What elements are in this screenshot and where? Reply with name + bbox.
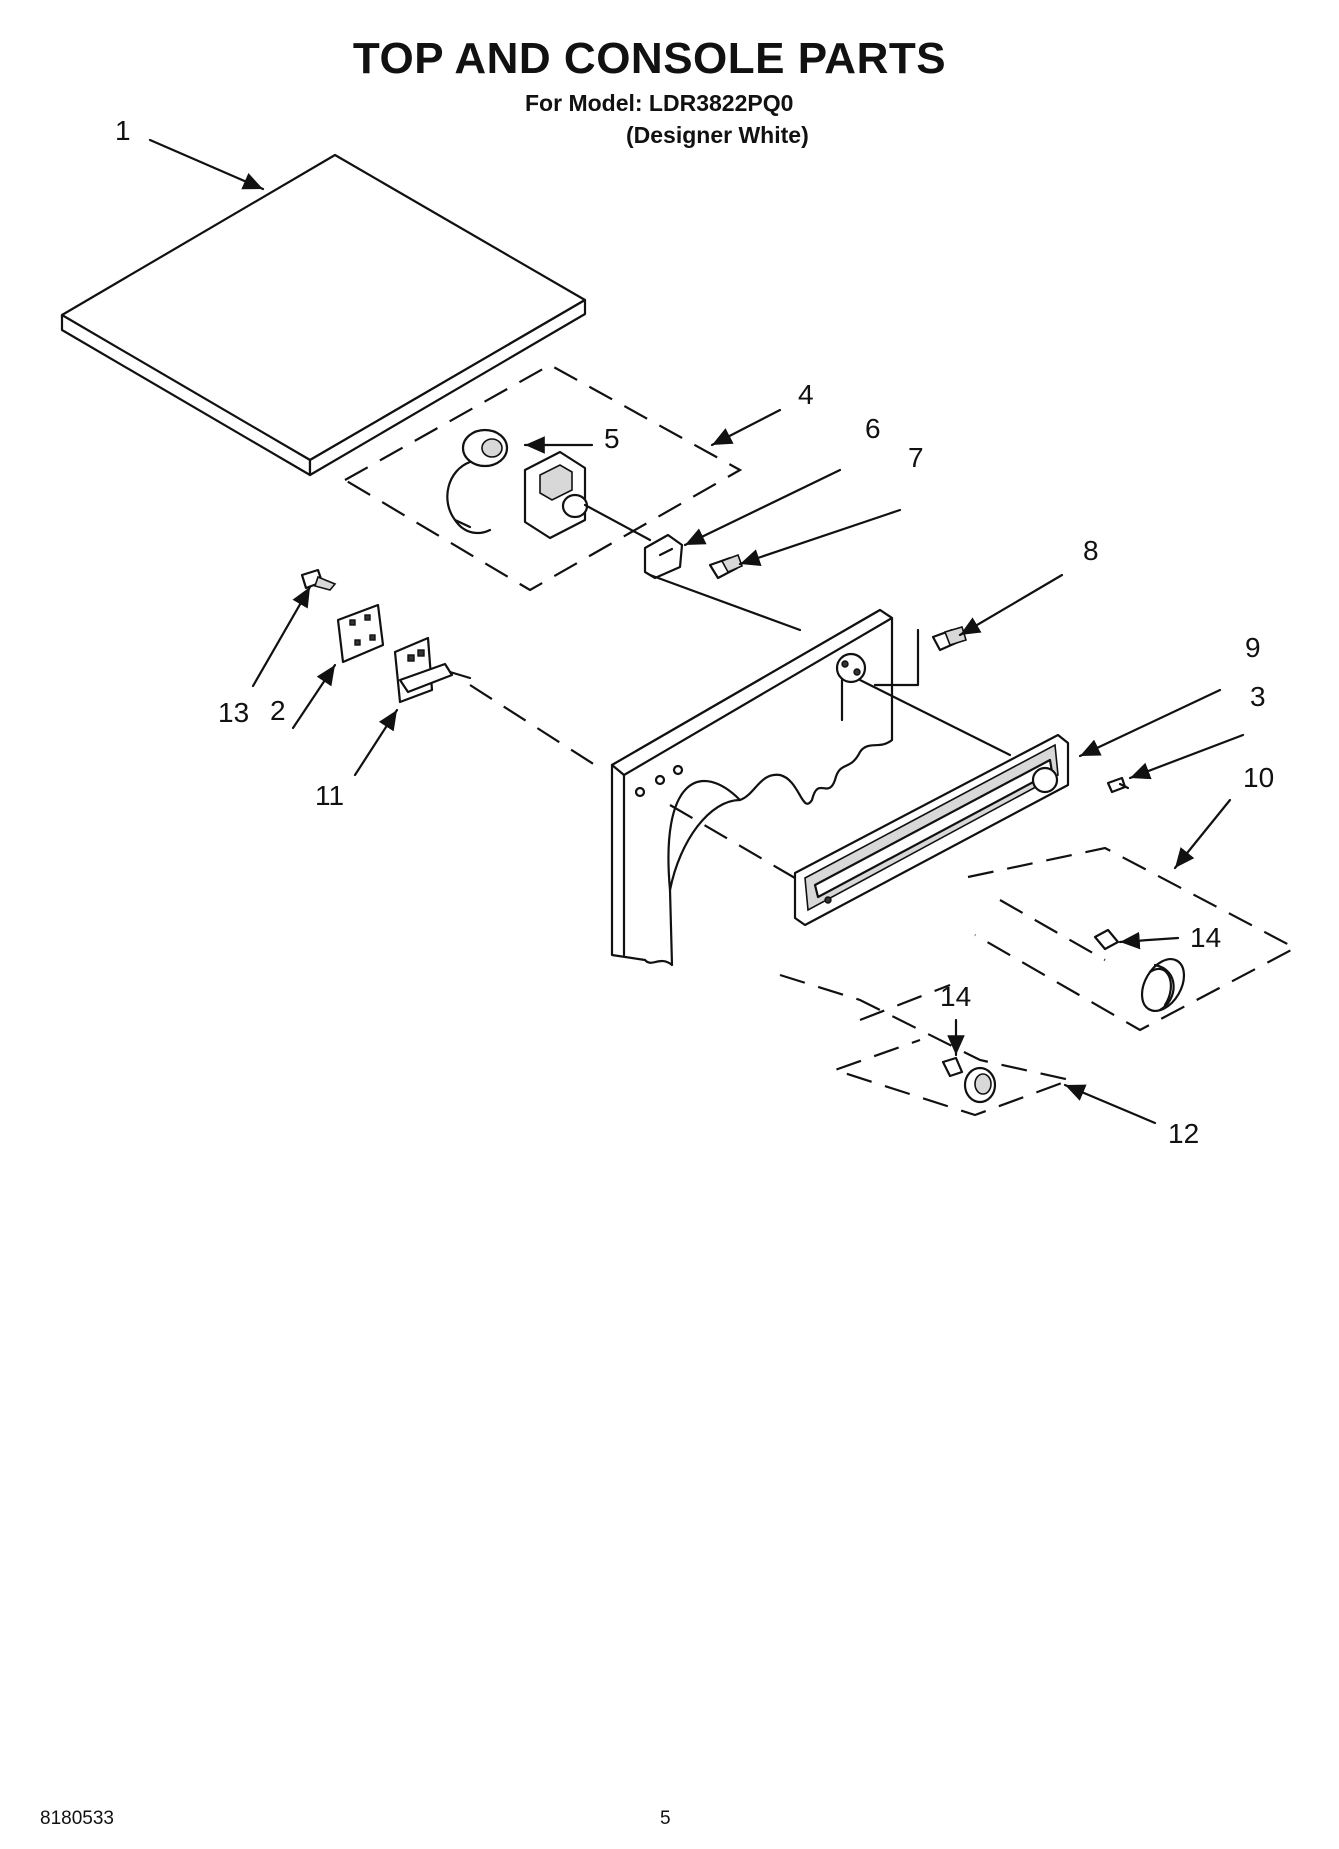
callout-6-leader	[683, 468, 842, 547]
callout-label-14a: 14	[1190, 922, 1221, 953]
callout-label-14b: 14	[940, 981, 971, 1012]
button-part	[963, 1066, 997, 1104]
callout-1-leader	[148, 138, 265, 191]
callout-label-7: 7	[908, 442, 924, 473]
top-panel-part	[60, 153, 587, 477]
model-line: For Model: LDR3822PQ0	[525, 90, 794, 116]
screw-13-part	[300, 568, 337, 591]
callout-label-6: 6	[865, 413, 881, 444]
knob-part	[1140, 958, 1186, 1012]
timer-part	[523, 450, 652, 542]
control-bracket-outline	[344, 363, 743, 592]
knob-group-outline	[967, 846, 1298, 1032]
page-number: 5	[660, 1808, 671, 1829]
callout-11-leader	[353, 708, 399, 777]
switch-bracket-part	[643, 533, 684, 580]
callout-label-9: 9	[1245, 632, 1261, 663]
callout-4-leader	[710, 408, 782, 447]
callout-13-leader	[251, 585, 312, 688]
callout-label-2: 2	[270, 695, 286, 726]
callout-label-11: 11	[315, 780, 344, 811]
callout-9-leader	[1078, 688, 1222, 758]
knob-clip-part	[1093, 928, 1120, 951]
callout-8-leader	[958, 573, 1064, 637]
callout-12-leader	[1063, 1083, 1157, 1125]
callout-label-5: 5	[604, 423, 620, 454]
callout-label-1: 1	[115, 115, 131, 146]
callout-label-10: 10	[1243, 762, 1274, 793]
callout-7-leader	[738, 508, 902, 567]
screw-3-part	[1106, 776, 1130, 794]
console-trim-part	[793, 733, 1070, 927]
hinge-part	[393, 636, 472, 704]
button-clip-part	[941, 1056, 964, 1078]
callout-label-3: 3	[1250, 681, 1266, 712]
page-title: TOP AND CONSOLE PARTS	[352, 34, 947, 83]
callout-2-leader	[291, 663, 337, 730]
hinge-plate-part	[336, 603, 385, 664]
document-number: 8180533	[40, 1808, 114, 1829]
variant-line: (Designer White)	[626, 122, 809, 148]
callout-label-13: 13	[218, 697, 249, 728]
callout-label-8: 8	[1083, 535, 1099, 566]
callout-label-4: 4	[798, 379, 814, 410]
console-panel-part	[610, 608, 894, 967]
button-group-outline	[779, 973, 1074, 1117]
callout-label-12: 12	[1168, 1118, 1199, 1149]
callout-3-leader	[1128, 733, 1245, 780]
callout-10-leader	[1173, 798, 1232, 870]
callout-14a-leader	[1118, 931, 1180, 950]
screw-part	[708, 553, 744, 580]
timer-motor-part	[446, 428, 509, 535]
